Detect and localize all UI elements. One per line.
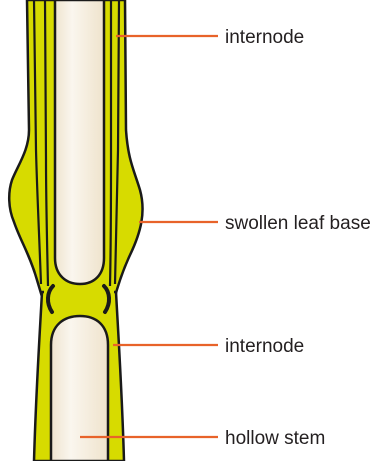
lower-pith-hollow	[51, 316, 108, 461]
node-plate	[44, 286, 114, 312]
lower-stem-segment	[34, 292, 124, 461]
sheath-line-right-inner	[110, 0, 111, 286]
upper-pith	[55, 0, 104, 284]
label-swollen-leaf-base: swollen leaf base	[225, 213, 371, 234]
label-internode-bottom: internode	[225, 336, 304, 357]
label-hollow-stem: hollow stem	[225, 428, 325, 449]
node-plate-fill	[44, 286, 114, 312]
upper-stem-segment	[9, 0, 142, 300]
label-internode-top: internode	[225, 27, 304, 48]
